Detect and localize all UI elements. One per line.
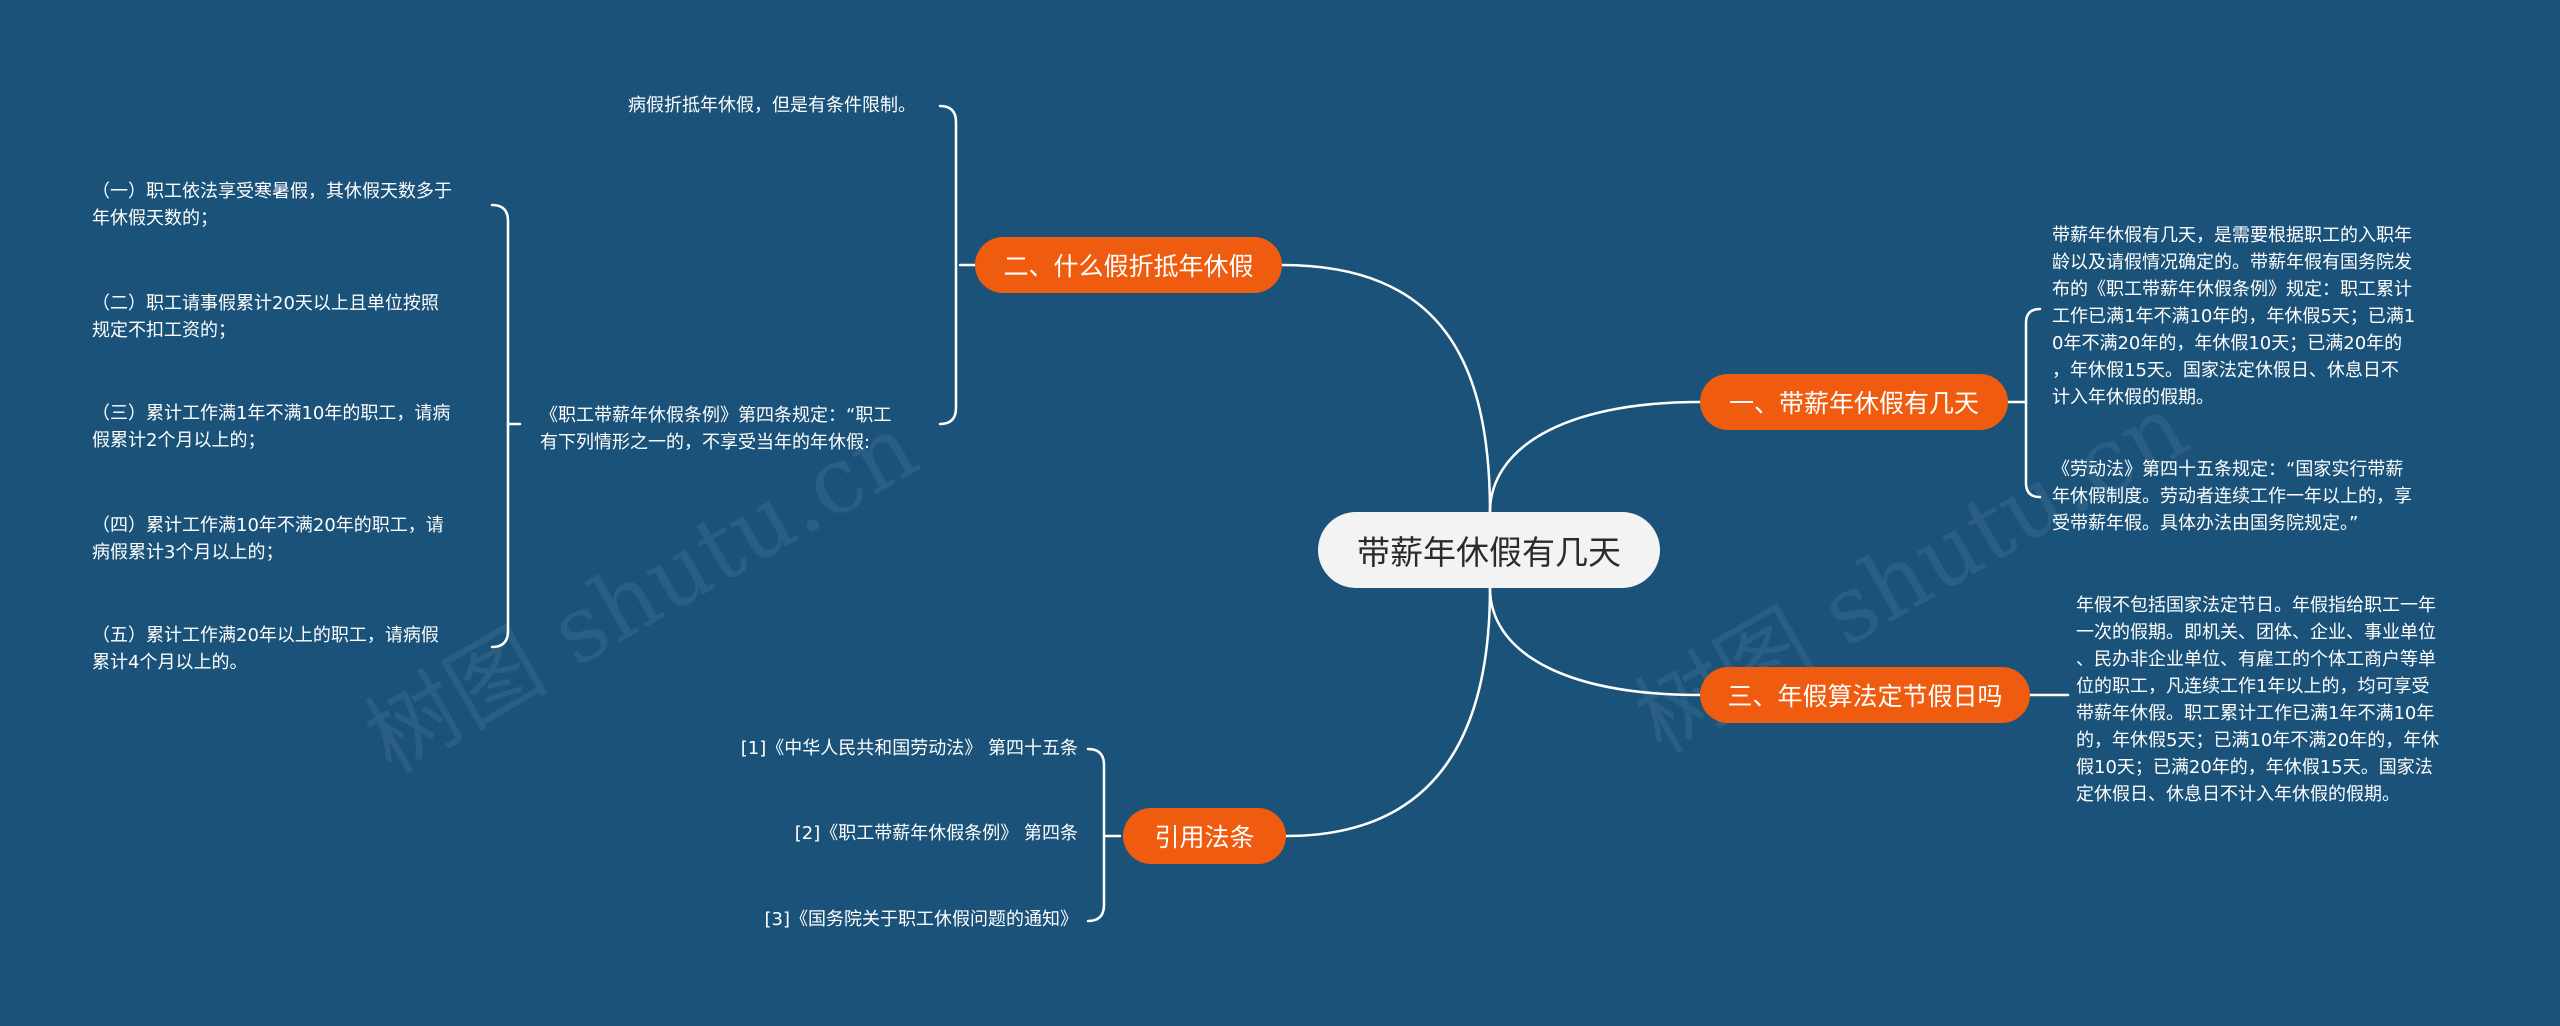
root-topic[interactable]: 带薪年休假有几天 (1318, 512, 1660, 588)
leaf-b2-regulation: 《职工带薪年休假条例》第四条规定：“职工 有下列情形之一的，不享受当年的年休假: (540, 405, 892, 453)
bracket-b1 (2024, 307, 2042, 499)
leaf-citation-2: [2]《职工带薪年休假条例》 第四条 (794, 823, 1078, 844)
leaf-b3-description: 年假不包括国家法定节日。年假指给职工一年 一次的假期。即机关、团体、企业、事业单… (2076, 595, 2440, 805)
leaf-citation-3: [3]《国务院关于职工休假问题的通知》 (764, 909, 1079, 930)
bracket-b22 (490, 203, 510, 649)
branch-topic-4[interactable]: 引用法条 (1123, 808, 1286, 864)
bracket-b4 (1086, 747, 1106, 923)
leaf-condition-4: （四）累计工作满10年不满20年的职工，请 病假累计3个月以上的； (92, 515, 444, 563)
leaf-citation-1: [1]《中华人民共和国劳动法》 第四十五条 (740, 738, 1078, 759)
leaf-condition-3: （三）累计工作满1年不满10年的职工，请病 假累计2个月以上的； (92, 403, 451, 451)
branch-topic-2[interactable]: 二、什么假折抵年休假 (975, 237, 1282, 293)
leaf-b1-labor-law: 《劳动法》第四十五条规定：“国家实行带薪 年休假制度。劳动者连续工作一年以上的，… (2052, 459, 2412, 534)
link-root-b1 (1488, 400, 1702, 514)
leaf-condition-2: （二）职工请事假累计20天以上且单位按照 规定不扣工资的； (92, 293, 439, 341)
leaf-b2-sick-leave: 病假折抵年休假，但是有条件限制。 (628, 95, 916, 116)
leaf-condition-5: （五）累计工作满20年以上的职工，请病假 累计4个月以上的。 (92, 625, 439, 673)
link-root-b2 (1280, 263, 1492, 514)
branch-topic-1[interactable]: 一、带薪年休假有几天 (1700, 374, 2008, 430)
bracket-b2 (938, 104, 958, 426)
link-root-b4 (1284, 586, 1492, 838)
leaf-condition-1: （一）职工依法享受寒暑假，其休假天数多于 年休假天数的； (92, 181, 452, 229)
leaf-b1-description: 带薪年休假有几天，是需要根据职工的入职年 龄以及请假情况确定的。带薪年假有国务院… (2052, 225, 2416, 408)
link-root-b3 (1488, 586, 1702, 697)
branch-topic-3[interactable]: 三、年假算法定节假日吗 (1700, 667, 2030, 723)
